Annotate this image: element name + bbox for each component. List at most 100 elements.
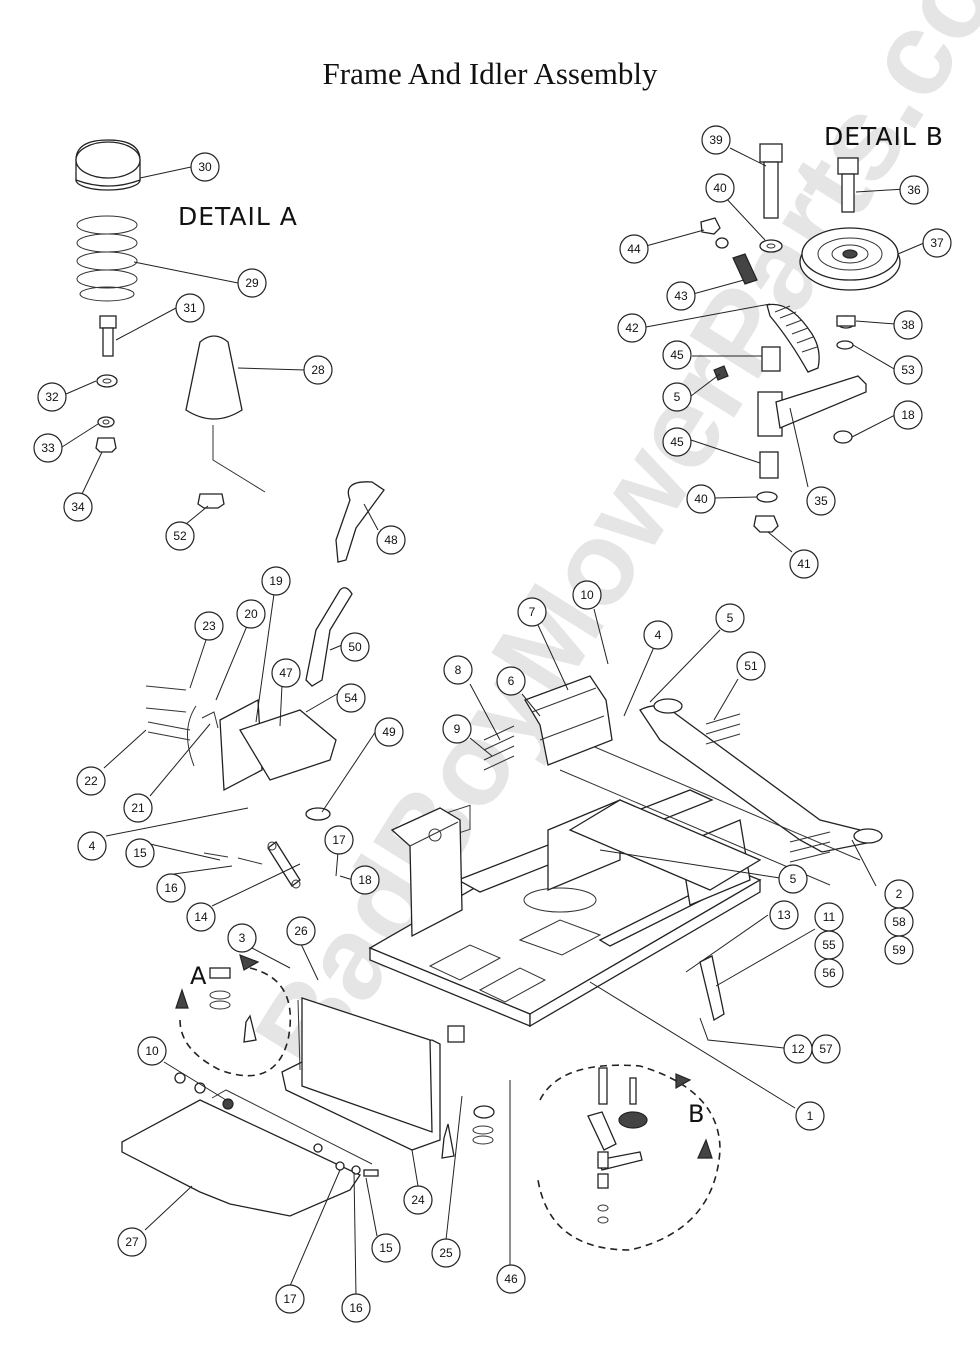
callout-45-top[interactable]: 45 <box>662 340 692 370</box>
callout-28[interactable]: 28 <box>303 355 333 385</box>
callout-58[interactable]: 58 <box>884 907 914 937</box>
callout-12[interactable]: 12 <box>783 1034 813 1064</box>
callout-22[interactable]: 22 <box>76 766 106 796</box>
svg-text:9: 9 <box>454 722 461 736</box>
svg-text:47: 47 <box>279 666 293 680</box>
callout-18-upper[interactable]: 18 <box>350 865 380 895</box>
spring-part <box>76 215 138 302</box>
callout-5-lower[interactable]: 5 <box>778 864 808 894</box>
callout-4-left[interactable]: 4 <box>77 831 107 861</box>
bushing-38-part <box>836 315 856 329</box>
callout-3[interactable]: 3 <box>227 923 257 953</box>
svg-text:21: 21 <box>131 801 145 815</box>
callout-57[interactable]: 57 <box>811 1034 841 1064</box>
callout-2[interactable]: 2 <box>884 879 914 909</box>
callout-5-detail-b[interactable]: 5 <box>662 382 692 412</box>
callout-46[interactable]: 46 <box>496 1264 526 1294</box>
lever-bracket <box>186 698 337 821</box>
callout-50[interactable]: 50 <box>340 632 370 662</box>
page-title: Frame And Idler Assembly <box>322 56 658 91</box>
detail-a-circle <box>179 967 292 1077</box>
callout-5-upper[interactable]: 5 <box>715 603 745 633</box>
callout-31[interactable]: 31 <box>175 293 205 323</box>
callout-40-top[interactable]: 40 <box>705 173 735 203</box>
callout-16-upper[interactable]: 16 <box>156 873 186 903</box>
callout-30[interactable]: 30 <box>190 152 220 182</box>
svg-text:18: 18 <box>901 408 915 422</box>
bushing-45-bottom-part <box>759 451 779 479</box>
callout-42[interactable]: 42 <box>617 313 647 343</box>
callout-14[interactable]: 14 <box>186 902 216 932</box>
callout-4-right[interactable]: 4 <box>643 620 673 650</box>
callout-36[interactable]: 36 <box>899 175 929 205</box>
callout-17-upper[interactable]: 17 <box>324 825 354 855</box>
callout-44[interactable]: 44 <box>619 234 649 264</box>
callout-15-upper[interactable]: 15 <box>125 838 155 868</box>
callout-21[interactable]: 21 <box>123 793 153 823</box>
svg-text:4: 4 <box>655 628 662 642</box>
callout-53[interactable]: 53 <box>893 355 923 385</box>
callout-16-lower[interactable]: 16 <box>341 1293 371 1323</box>
callout-7[interactable]: 7 <box>517 597 547 627</box>
callout-23[interactable]: 23 <box>194 611 224 641</box>
callout-24[interactable]: 24 <box>403 1185 433 1215</box>
callout-43[interactable]: 43 <box>666 281 696 311</box>
callout-34[interactable]: 34 <box>63 492 93 522</box>
callout-39[interactable]: 39 <box>701 125 731 155</box>
idler-arm-part <box>757 375 867 437</box>
callout-54[interactable]: 54 <box>336 683 366 713</box>
callout-45-bottom[interactable]: 45 <box>662 427 692 457</box>
svg-text:5: 5 <box>727 611 734 625</box>
callout-20[interactable]: 20 <box>236 599 266 629</box>
callout-17-lower[interactable]: 17 <box>275 1284 305 1314</box>
callout-49[interactable]: 49 <box>374 717 404 747</box>
detail-a-label: DETAIL A <box>178 202 298 231</box>
callout-38[interactable]: 38 <box>893 310 923 340</box>
callout-29[interactable]: 29 <box>237 268 267 298</box>
detail-b-label: DETAIL B <box>824 122 944 151</box>
callout-47[interactable]: 47 <box>271 658 301 688</box>
svg-text:10: 10 <box>580 588 594 602</box>
callout-6[interactable]: 6 <box>496 666 526 696</box>
callout-10-upper[interactable]: 10 <box>572 580 602 610</box>
callout-32[interactable]: 32 <box>37 382 67 412</box>
callout-48[interactable]: 48 <box>376 525 406 555</box>
svg-text:13: 13 <box>777 908 791 922</box>
svg-text:10: 10 <box>145 1044 159 1058</box>
callout-52[interactable]: 52 <box>165 521 195 551</box>
callout-11[interactable]: 11 <box>814 902 844 932</box>
callout-25[interactable]: 25 <box>431 1238 461 1268</box>
flange-nut-part <box>197 493 225 509</box>
svg-text:18: 18 <box>358 873 372 887</box>
callout-8[interactable]: 8 <box>443 655 473 685</box>
svg-text:4: 4 <box>89 839 96 853</box>
callout-51[interactable]: 51 <box>736 651 766 681</box>
svg-text:37: 37 <box>930 236 944 250</box>
callout-33[interactable]: 33 <box>33 433 63 463</box>
callout-37[interactable]: 37 <box>922 228 952 258</box>
callout-18-detail-b[interactable]: 18 <box>893 400 923 430</box>
svg-text:35: 35 <box>814 494 828 508</box>
callout-56[interactable]: 56 <box>814 958 844 988</box>
callout-1[interactable]: 1 <box>795 1101 825 1131</box>
svg-text:31: 31 <box>183 301 197 315</box>
callout-26[interactable]: 26 <box>286 916 316 946</box>
svg-text:53: 53 <box>901 363 915 377</box>
callout-40-bottom[interactable]: 40 <box>686 484 716 514</box>
threaded-rod-part <box>732 253 758 285</box>
bushing-45-top-part <box>761 346 781 372</box>
callout-27[interactable]: 27 <box>117 1227 147 1257</box>
callout-35[interactable]: 35 <box>806 486 836 516</box>
callout-13[interactable]: 13 <box>769 900 799 930</box>
callout-59[interactable]: 59 <box>884 935 914 965</box>
svg-text:36: 36 <box>907 183 921 197</box>
callout-10-lower[interactable]: 10 <box>137 1036 167 1066</box>
callout-55[interactable]: 55 <box>814 930 844 960</box>
callout-41[interactable]: 41 <box>789 549 819 579</box>
callout-9[interactable]: 9 <box>442 714 472 744</box>
detail-a-arrow <box>175 988 189 1009</box>
callout-15-lower[interactable]: 15 <box>371 1233 401 1263</box>
detail-b-arrow <box>675 1073 692 1090</box>
svg-text:25: 25 <box>439 1246 453 1260</box>
callout-19[interactable]: 19 <box>261 566 291 596</box>
